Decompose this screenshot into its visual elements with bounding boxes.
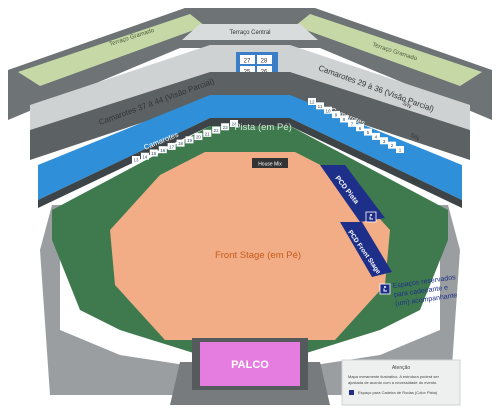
seat-box bbox=[167, 142, 176, 150]
wheelchair-icon bbox=[349, 390, 354, 395]
seat-number: 16 bbox=[160, 148, 166, 153]
seat-number: 11 bbox=[318, 104, 323, 109]
terrace-central bbox=[182, 24, 318, 40]
wheelchair-icon bbox=[365, 211, 377, 223]
box-28: 28 bbox=[261, 59, 268, 65]
seat-number: 13 bbox=[133, 158, 139, 163]
seat-box bbox=[324, 106, 332, 114]
seat-number: 14 bbox=[142, 154, 148, 159]
pcd-front-stage-area bbox=[340, 222, 392, 277]
seat-box bbox=[372, 132, 380, 140]
sound-booth-label: House Mix bbox=[258, 162, 282, 168]
seat-box bbox=[380, 137, 388, 145]
seat-box bbox=[140, 152, 149, 160]
seat-number: 12 bbox=[309, 100, 315, 105]
front-stage-label: Front Stage (em Pé) bbox=[215, 250, 301, 261]
seat-box bbox=[132, 156, 140, 163]
terrace-grass-right bbox=[295, 14, 482, 86]
seat-number: 5 bbox=[367, 130, 370, 135]
seat-number: 10 bbox=[325, 108, 331, 113]
seat-number: 21 bbox=[205, 131, 211, 136]
seat-box bbox=[356, 124, 364, 132]
seat-box bbox=[348, 119, 356, 127]
seat-number: 9 bbox=[335, 113, 338, 118]
legend-title: Atenção bbox=[392, 365, 411, 371]
seat-number: 2 bbox=[391, 143, 394, 148]
seat-box bbox=[230, 120, 238, 127]
seat-box bbox=[176, 139, 185, 147]
legend-item: Espaço para Cadeira de Rodas (Color Pist… bbox=[358, 390, 438, 395]
seat-box bbox=[316, 102, 324, 110]
legend-note: Mapa meramente ilustrativo. A estrutura … bbox=[348, 374, 440, 385]
seat-number: 19 bbox=[187, 138, 193, 143]
wheelchair-icon bbox=[379, 283, 391, 295]
seat-number: 4 bbox=[375, 135, 378, 140]
seat-number: 1 bbox=[399, 148, 402, 153]
seat-number: 23 bbox=[223, 125, 229, 130]
seat-box bbox=[221, 123, 230, 131]
seat-box bbox=[332, 111, 340, 119]
front-stage-area bbox=[110, 152, 390, 340]
seat-number: 18 bbox=[178, 141, 184, 146]
stage-label: PALCO bbox=[231, 359, 269, 371]
seat-box bbox=[308, 98, 316, 105]
terrace-grass-left bbox=[18, 14, 205, 86]
seat-number: 24 bbox=[231, 122, 237, 127]
snack-marker: S/N bbox=[409, 177, 420, 187]
middle-ring bbox=[30, 72, 470, 160]
pista-label: Pista (em Pé) bbox=[234, 122, 292, 133]
seat-number: 6 bbox=[359, 126, 362, 131]
seat-number: 3 bbox=[383, 139, 386, 144]
seat-number: 17 bbox=[169, 145, 175, 150]
box-27: 27 bbox=[244, 59, 251, 65]
snack-marker: S/N bbox=[409, 133, 420, 143]
seat-box bbox=[194, 133, 203, 141]
snack-marker: S/N bbox=[401, 101, 412, 111]
seat-number: 15 bbox=[151, 151, 157, 156]
seat-box bbox=[203, 129, 212, 137]
seat-box bbox=[185, 136, 194, 144]
seat-box bbox=[396, 146, 404, 153]
seat-box bbox=[149, 149, 158, 157]
seat-number: 8 bbox=[343, 117, 346, 122]
legend-box bbox=[341, 359, 461, 406]
seat-box bbox=[340, 115, 348, 123]
seat-box bbox=[212, 126, 221, 134]
stage bbox=[200, 342, 300, 386]
seat-box bbox=[388, 141, 396, 149]
pcd-pista-area bbox=[320, 165, 385, 222]
terrace-central-label: Terraço Central bbox=[229, 30, 270, 36]
seat-number: 22 bbox=[214, 128, 220, 133]
seat-box bbox=[158, 146, 167, 154]
camarotes-band bbox=[38, 95, 462, 200]
camarotes-edge bbox=[38, 118, 462, 208]
seat-number: 20 bbox=[196, 135, 202, 140]
sound-booth bbox=[252, 158, 288, 168]
seat-box bbox=[364, 128, 372, 136]
seat-number: 7 bbox=[351, 121, 354, 126]
